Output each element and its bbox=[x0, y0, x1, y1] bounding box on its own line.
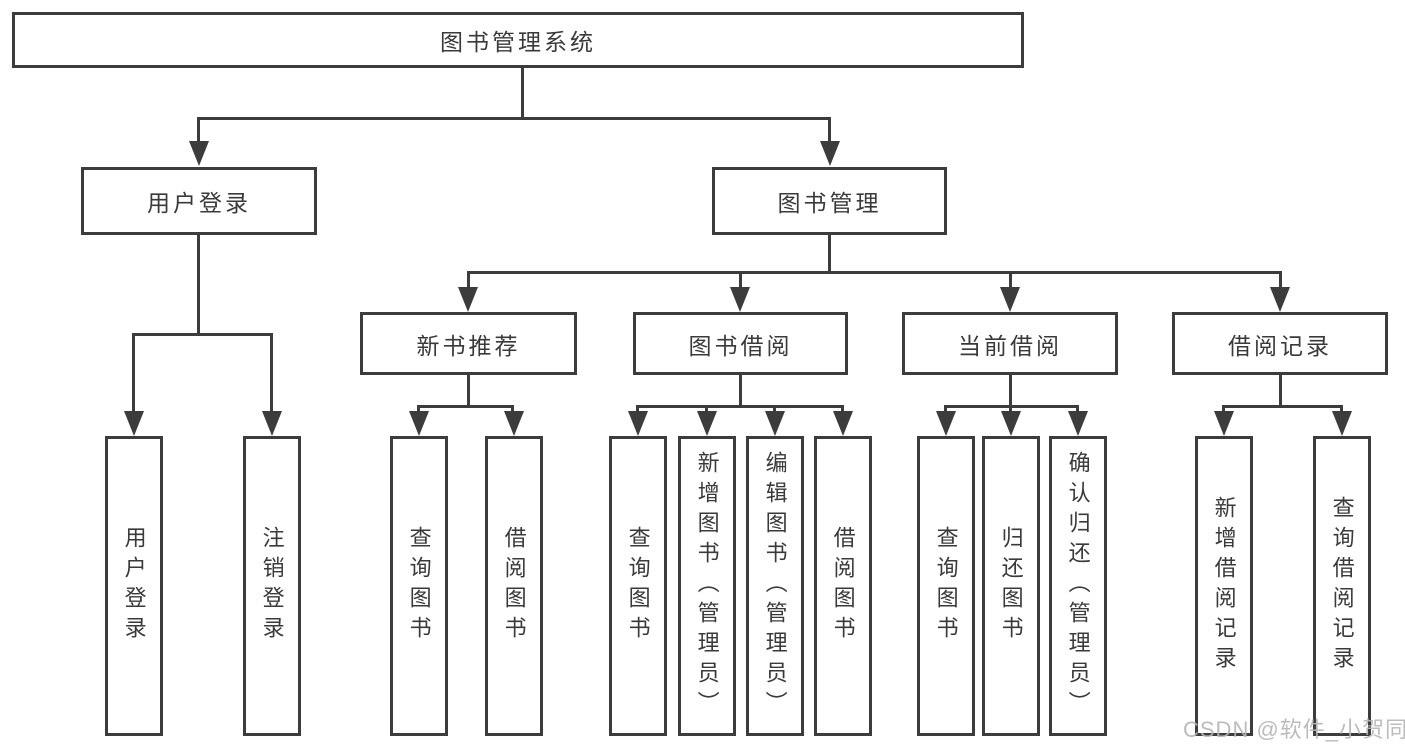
leaf-label: 归还图书 bbox=[998, 526, 1024, 646]
edge-book-management-drop bbox=[828, 232, 831, 273]
arrowhead-current-borrow bbox=[1000, 287, 1020, 312]
leaf-label: 用户登录 bbox=[121, 526, 147, 646]
leaf-label: 借阅图书 bbox=[830, 526, 856, 646]
leaf-confirm-return-admin: 确认归还（管理员） bbox=[1049, 436, 1107, 736]
edge-level2-bar bbox=[467, 271, 1282, 274]
node-label: 图书管理 bbox=[777, 190, 882, 216]
edge-root-drop bbox=[521, 66, 524, 120]
node-label: 当前借阅 bbox=[958, 332, 1062, 359]
edge-to-new-book-recommend bbox=[467, 271, 470, 291]
node-library-management-system: 图书管理系统 bbox=[12, 12, 1024, 68]
arrowhead-leaf-query-books-c1 bbox=[628, 411, 648, 436]
node-book-management: 图书管理 bbox=[712, 167, 947, 235]
csdn-watermark: CSDN @软件_小贺同学 bbox=[1183, 717, 1405, 742]
node-label: 图书管理系统 bbox=[440, 29, 596, 55]
leaf-borrow-books-recommend: 借阅图书 bbox=[485, 436, 543, 736]
node-new-book-recommend: 新书推荐 bbox=[360, 312, 577, 375]
edge-borrow-records-drop bbox=[1279, 373, 1282, 407]
leaf-label: 注销登录 bbox=[259, 526, 285, 646]
edge-user-login-bar bbox=[132, 333, 273, 336]
leaf-query-books-borrow: 查询图书 bbox=[609, 436, 667, 736]
arrowhead-leaf-borrow-books-c4 bbox=[833, 411, 853, 436]
leaf-label: 借阅图书 bbox=[501, 526, 527, 646]
arrowhead-leaf-edit-books-c3 bbox=[765, 411, 785, 436]
leaf-query-books-recommend: 查询图书 bbox=[390, 436, 448, 736]
arrowhead-book-management bbox=[820, 141, 840, 166]
arrowhead-borrow-records bbox=[1270, 287, 1290, 312]
arrowhead-leaf-query-books-d1 bbox=[936, 411, 956, 436]
leaf-user-login: 用户登录 bbox=[105, 436, 163, 736]
node-borrow-records: 借阅记录 bbox=[1172, 312, 1388, 375]
edge-to-book-management bbox=[828, 117, 831, 145]
edge-user-login-drop bbox=[197, 233, 200, 335]
edge-book-borrow-bar bbox=[636, 405, 844, 408]
edge-new-book-drop bbox=[467, 373, 470, 407]
edge-to-user-login bbox=[197, 117, 200, 145]
node-label: 借阅记录 bbox=[1228, 332, 1332, 359]
node-user-login: 用户登录 bbox=[81, 167, 317, 235]
leaf-query-borrow-record: 查询借阅记录 bbox=[1313, 436, 1371, 736]
leaf-label: 新增借阅记录 bbox=[1211, 496, 1237, 676]
node-book-borrow: 图书借阅 bbox=[633, 312, 848, 375]
arrowhead-leaf-logout bbox=[262, 411, 282, 436]
arrowhead-leaf-add-record-e1 bbox=[1214, 411, 1234, 436]
leaf-return-books: 归还图书 bbox=[982, 436, 1040, 736]
edge-to-leaf-user-login bbox=[132, 333, 135, 415]
edge-level1-bar bbox=[197, 117, 831, 120]
leaf-label: 确认归还（管理员） bbox=[1065, 451, 1091, 721]
edge-to-book-borrow bbox=[739, 271, 742, 291]
leaf-add-books-admin: 新增图书（管理员） bbox=[678, 436, 736, 736]
arrowhead-leaf-query-books-b1 bbox=[409, 411, 429, 436]
leaf-label: 查询图书 bbox=[933, 526, 959, 646]
node-label: 新书推荐 bbox=[416, 332, 521, 359]
leaf-borrow-books: 借阅图书 bbox=[814, 436, 872, 736]
edge-borrow-records-bar bbox=[1222, 405, 1343, 408]
leaf-edit-books-admin: 编辑图书（管理员） bbox=[746, 436, 804, 736]
arrowhead-leaf-return-books-d2 bbox=[1001, 411, 1021, 436]
leaf-label: 编辑图书（管理员） bbox=[762, 451, 788, 721]
edge-book-borrow-drop bbox=[739, 373, 742, 407]
leaf-label: 查询借阅记录 bbox=[1329, 496, 1355, 676]
node-label: 图书借阅 bbox=[688, 332, 793, 359]
leaf-label: 查询图书 bbox=[625, 526, 651, 646]
arrowhead-leaf-confirm-return-d3 bbox=[1068, 411, 1088, 436]
arrowhead-new-book-recommend bbox=[458, 287, 478, 312]
edge-to-borrow-records bbox=[1279, 271, 1282, 291]
arrowhead-user-login bbox=[189, 141, 209, 166]
edge-to-current-borrow bbox=[1009, 271, 1012, 291]
arrowhead-leaf-query-record-e2 bbox=[1332, 411, 1352, 436]
arrowhead-leaf-user-login bbox=[124, 411, 144, 436]
leaf-query-books-current: 查询图书 bbox=[917, 436, 975, 736]
arrowhead-leaf-borrow-books-b2 bbox=[504, 411, 524, 436]
leaf-logout: 注销登录 bbox=[243, 436, 301, 736]
arrowhead-leaf-add-books-c2 bbox=[697, 411, 717, 436]
arrowhead-book-borrow bbox=[730, 287, 750, 312]
leaf-label: 查询图书 bbox=[406, 526, 432, 646]
leaf-add-borrow-record: 新增借阅记录 bbox=[1195, 436, 1253, 736]
edge-new-book-bar bbox=[417, 405, 514, 408]
edge-to-leaf-logout bbox=[270, 333, 273, 415]
node-label: 用户登录 bbox=[147, 190, 251, 216]
leaf-label: 新增图书（管理员） bbox=[694, 451, 720, 721]
edge-current-borrow-drop bbox=[1009, 373, 1012, 407]
node-current-borrow: 当前借阅 bbox=[902, 312, 1118, 375]
